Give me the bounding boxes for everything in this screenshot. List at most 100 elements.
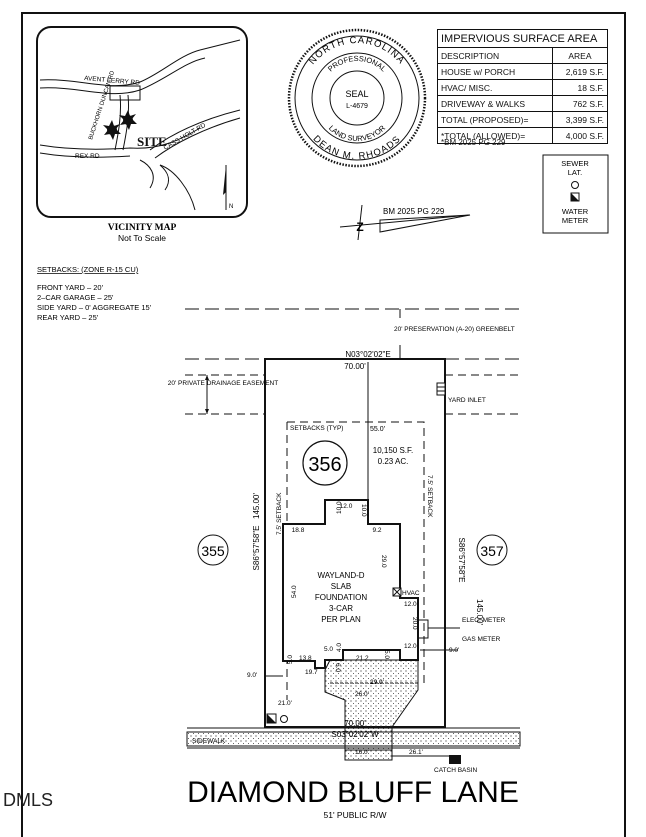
svg-text:SIDE YARD – 0' AGGREGATE 15': SIDE YARD – 0' AGGREGATE 15' — [37, 303, 152, 312]
setback-left-label: 7.5' SETBACK — [276, 492, 283, 535]
hvac-label: HVAC — [402, 590, 420, 597]
col-description-header: DESCRIPTION — [437, 47, 553, 64]
vicinity-north-label: N — [229, 204, 233, 210]
svg-text:12.0: 12.0 — [404, 601, 417, 608]
seal-license: L-4679 — [346, 103, 368, 110]
road-label-rex: REX RD — [75, 153, 100, 160]
setbacks-title: SETBACKS: (ZONE R-15 CU) — [37, 265, 139, 274]
seal-land-surveyor: LAND SURVEYOR — [327, 123, 388, 143]
utility-legend: SEWER LAT. WATER METER — [542, 154, 609, 234]
table-row: *TOTAL (ALLOWED)=4,000 S.F. — [437, 127, 609, 144]
svg-text:10.0: 10.0 — [360, 504, 367, 517]
surveyor-seal: NORTH CAROLINA DEAN M. RHOADS PROFESSION… — [287, 28, 427, 168]
svg-text:4.0: 4.0 — [336, 643, 343, 652]
east-bearing: S86°57'58"E — [457, 538, 466, 583]
north-arrow-ref: BM 2025 PG 229 — [383, 207, 445, 216]
svg-text:METER: METER — [562, 216, 589, 225]
svg-text:3-CAR: 3-CAR — [329, 604, 353, 613]
svg-text:29.0': 29.0' — [370, 679, 384, 686]
svg-text:9.0': 9.0' — [247, 672, 257, 679]
neighbor-lot-left — [197, 534, 229, 566]
setback-right-label: 7.5' SETBACK — [426, 475, 433, 518]
street-name: DIAMOND BLUFF LANE — [187, 776, 519, 809]
neighbor-right-number: 357 — [480, 543, 504, 559]
catch-basin-label: CATCH BASIN — [434, 767, 478, 774]
setbacks-typ-label: SETBACKS (TYP) — [290, 425, 343, 432]
svg-text:6.0: 6.0 — [334, 663, 341, 672]
south-bearing: S03°02'02"W — [331, 730, 379, 739]
neighbor-lot-right — [476, 534, 508, 566]
yard-inlet-icon — [436, 382, 446, 396]
table-row: TOTAL (PROPOSED)=3,399 S.F. — [437, 111, 609, 128]
north-distance: 70.00' — [344, 362, 366, 371]
svg-text:5.0: 5.0 — [287, 655, 294, 664]
road-label-avent: AVENT FERRY RD — [84, 75, 141, 87]
table-row: HVAC/ MISC.18 S.F. — [437, 79, 609, 96]
vicinity-map-subtitle: Not To Scale — [118, 233, 166, 243]
svg-text:LAND SURVEYOR: LAND SURVEYOR — [327, 123, 388, 143]
lot-area: 10,150 S.F. — [373, 446, 413, 455]
west-bearing: S86°57'58"E — [252, 526, 261, 571]
svg-text:12.0: 12.0 — [340, 503, 353, 510]
svg-text:SLAB: SLAB — [331, 582, 351, 591]
lot-number-circle — [302, 440, 348, 486]
sewer-lateral-icon — [571, 181, 579, 189]
gas-meter-label: GAS METER — [462, 636, 501, 643]
lot-plan: 356 355 357 20' PRESERVATION (A-20) GREE… — [168, 308, 525, 774]
impervious-table-title: IMPERVIOUS SURFACE AREA — [437, 29, 608, 48]
svg-text:19.7: 19.7 — [305, 669, 318, 676]
svg-text:9.2: 9.2 — [372, 527, 381, 534]
svg-text:5.0: 5.0 — [324, 646, 333, 653]
svg-text:9.0': 9.0' — [449, 647, 459, 654]
svg-text:5.0: 5.0 — [383, 650, 390, 659]
svg-text:2–CAR GARAGE – 25': 2–CAR GARAGE – 25' — [37, 293, 114, 302]
setbacks-note: SETBACKS: (ZONE R-15 CU) FRONT YARD – 20… — [37, 265, 152, 322]
svg-text:REAR YARD – 25': REAR YARD – 25' — [37, 313, 99, 322]
north-arrow-letter: Z — [356, 220, 363, 234]
dmls-watermark: DMLS — [3, 790, 53, 810]
legend-sewer-label: SEWER — [561, 159, 589, 168]
col-area-header: AREA — [551, 47, 609, 64]
svg-text:10.0: 10.0 — [336, 501, 343, 514]
svg-text:21.0': 21.0' — [278, 700, 292, 707]
catch-basin-icon — [449, 755, 461, 764]
lot-number: 356 — [308, 454, 341, 476]
north-bearing: N03°02'02"E — [345, 350, 390, 359]
svg-text:13.8: 13.8 — [299, 655, 312, 662]
svg-text:21.2: 21.2 — [356, 655, 369, 662]
svg-text:WATER: WATER — [562, 207, 589, 216]
west-distance: 145.00' — [252, 493, 261, 519]
impervious-surface-table: IMPERVIOUS SURFACE AREA DESCRIPTION AREA… — [437, 29, 609, 144]
vicinity-map-title: VICINITY MAP — [108, 223, 177, 233]
svg-text:18.8: 18.8 — [292, 527, 305, 534]
yard-inlet-label: YARD INLET — [448, 397, 486, 404]
vicinity-north-arrow-icon: N — [223, 165, 233, 210]
svg-text:16.0': 16.0' — [355, 749, 369, 756]
north-arrow-icon: Z BM 2025 PG 229 — [339, 204, 471, 241]
svg-text:PER PLAN: PER PLAN — [321, 615, 361, 624]
svg-text:26.1': 26.1' — [409, 749, 423, 756]
sidewalk-label: SIDEWALK — [192, 738, 226, 745]
svg-text:WAYLAND-D: WAYLAND-D — [317, 571, 364, 580]
street-row: 51' PUBLIC R/W — [323, 810, 386, 820]
svg-text:FOUNDATION: FOUNDATION — [315, 593, 368, 602]
drainage-label: 20' PRIVATE DRAINAGE EASEMENT — [168, 380, 278, 387]
svg-text:54.0: 54.0 — [291, 585, 298, 598]
elec-meter-label: ELEC. METER — [462, 617, 506, 624]
neighbor-left-number: 355 — [201, 543, 225, 559]
svg-text:LAT.: LAT. — [568, 168, 582, 177]
vicinity-site-label: SITE — [137, 134, 167, 149]
south-distance: 70.00' — [344, 719, 366, 728]
vicinity-map: SITE AVENT FERRY RD BUCKHORN DUNCAN RD R… — [36, 26, 248, 218]
svg-text:26.0': 26.0' — [355, 691, 369, 698]
svg-text:29.0: 29.0 — [380, 555, 387, 568]
dim-55: 55.0' — [370, 426, 385, 433]
lot-acres: 0.23 AC. — [378, 457, 409, 466]
svg-text:12.0: 12.0 — [404, 643, 417, 650]
east-distance: 145.00' — [475, 599, 484, 625]
seal-center: SEAL — [345, 89, 368, 99]
sewer-lateral-lot-icon — [280, 715, 288, 723]
